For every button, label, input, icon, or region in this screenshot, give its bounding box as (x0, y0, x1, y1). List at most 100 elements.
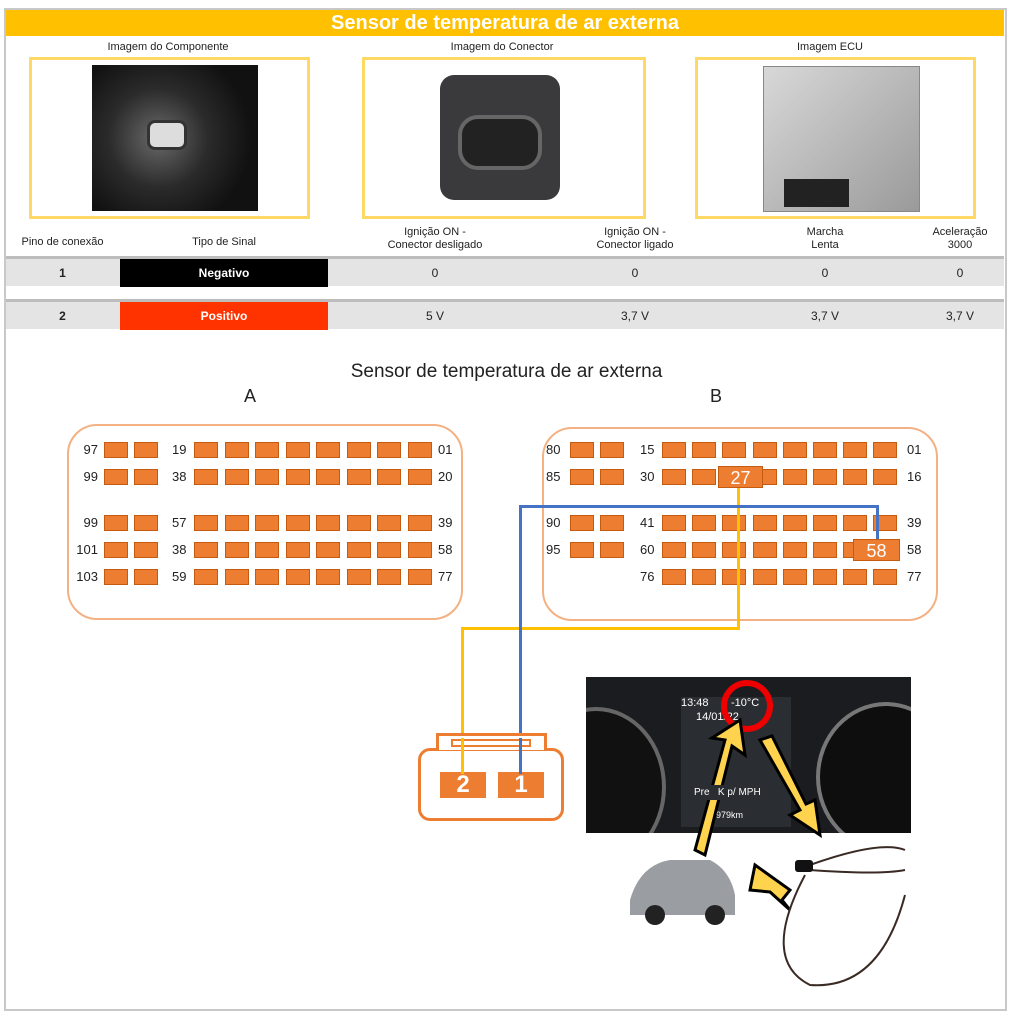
pin (225, 569, 249, 585)
pin (255, 469, 279, 485)
header-signal: Tipo de Sinal (192, 236, 256, 248)
pin (134, 569, 158, 585)
ign-on-cell: 3,7 V (620, 309, 650, 323)
page-title: Sensor de temperatura de ar externa (6, 10, 1004, 36)
pin (692, 542, 716, 558)
pin (783, 442, 807, 458)
pin (662, 442, 686, 458)
pin-label: 99 (83, 515, 98, 530)
pin-label: 41 (640, 515, 655, 530)
pin (377, 469, 401, 485)
pin (225, 542, 249, 558)
ecu-connector-b (542, 427, 938, 621)
sensor-pin-2: 2 (440, 772, 486, 798)
header-idle: Marcha Lenta (806, 226, 844, 251)
pin-label: 30 (640, 469, 655, 484)
pin (722, 542, 746, 558)
pin (813, 515, 837, 531)
pin (316, 515, 340, 531)
component-image-label: Imagem do Componente (107, 41, 229, 53)
arrow-down-icon (757, 734, 822, 839)
sensor-pin-1: 1 (498, 772, 544, 798)
pin (408, 469, 432, 485)
sensor-connector-tab (436, 733, 547, 750)
wire-blue (876, 505, 879, 541)
pin (134, 469, 158, 485)
component-image-frame (29, 57, 310, 219)
pin (104, 542, 128, 558)
pin (783, 469, 807, 485)
table-row: 2 Positivo 5 V 3,7 V 3,7 V 3,7 V (6, 299, 1004, 330)
highlight-circle (721, 680, 773, 732)
pin (286, 515, 310, 531)
pin-label: 38 (172, 469, 187, 484)
pin-label: 77 (907, 569, 922, 584)
pin (194, 542, 218, 558)
idle-cell: 3,7 V (810, 309, 840, 323)
wire-blue (519, 738, 522, 774)
dash-time: 13:48 (681, 697, 709, 709)
sensor-wire (782, 846, 906, 987)
ign-off-cell: 5 V (425, 309, 444, 323)
signal-badge-negativo: Negativo (120, 259, 328, 287)
pin-label: 58 (438, 542, 453, 557)
idle-cell: 0 (821, 266, 829, 280)
illustration-arrows (630, 717, 906, 987)
pin (813, 569, 837, 585)
pin-cell: 2 (59, 309, 66, 323)
wire-blue (519, 505, 522, 773)
pin (692, 442, 716, 458)
pin (255, 515, 279, 531)
pin (753, 569, 777, 585)
pin-label: 16 (907, 469, 922, 484)
pin (692, 469, 716, 485)
pin (408, 569, 432, 585)
pin (134, 515, 158, 531)
pin-label: 38 (172, 542, 187, 557)
ecu-image-frame (695, 57, 976, 219)
wire-yellow (461, 738, 464, 774)
header-pin: Pino de conexão (21, 236, 104, 248)
pin (377, 542, 401, 558)
pin (377, 515, 401, 531)
pin (692, 515, 716, 531)
pin-label: 57 (172, 515, 187, 530)
table-row: 1 Negativo 0 0 0 0 (6, 256, 1004, 287)
pin-label: 39 (438, 515, 453, 530)
header-accel: Aceleração 3000 (932, 226, 988, 251)
dash-odometer: 79979km (706, 810, 744, 820)
pin-label: 76 (640, 569, 655, 584)
pin-label: 01 (438, 442, 453, 457)
pin (783, 515, 807, 531)
header-ign-off: Ignição ON - Conector desligado (387, 226, 483, 251)
pin (408, 442, 432, 458)
pin (662, 469, 686, 485)
pin (722, 442, 746, 458)
pin (316, 569, 340, 585)
signal-badge-positivo: Positivo (120, 302, 328, 330)
pin (316, 542, 340, 558)
pin-label: 85 (546, 469, 561, 484)
pin (194, 569, 218, 585)
pin-label: 01 (907, 442, 922, 457)
pin (194, 515, 218, 531)
pin (873, 569, 897, 585)
pin (225, 469, 249, 485)
pin (194, 469, 218, 485)
wire-yellow (461, 627, 740, 630)
ecu-connector-a (67, 424, 463, 620)
pin (408, 542, 432, 558)
pin (783, 542, 807, 558)
pin (873, 515, 897, 531)
pin (753, 515, 777, 531)
pin (104, 442, 128, 458)
pin (843, 569, 867, 585)
arrow-left-icon (748, 862, 793, 912)
pin-label: 95 (546, 542, 561, 557)
pin (104, 569, 128, 585)
pin (570, 469, 594, 485)
pin-label: 103 (76, 569, 98, 584)
diagram-title: Sensor de temperatura de ar externa (350, 361, 663, 382)
pin (347, 469, 371, 485)
header-ign-on: Ignição ON - Conector ligado (596, 226, 674, 251)
